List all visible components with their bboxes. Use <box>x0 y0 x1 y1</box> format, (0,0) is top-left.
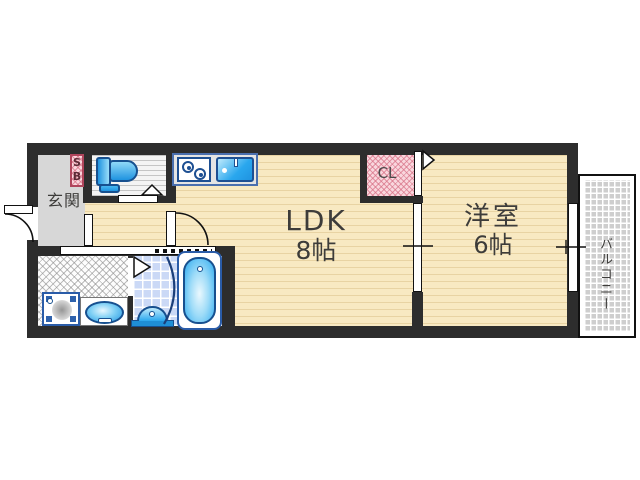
washing-machine-icon <box>42 292 80 326</box>
toilet-door <box>118 195 158 203</box>
outer-wall-left <box>27 143 38 338</box>
sliding-door-ldk-western <box>413 203 422 292</box>
balcony-window <box>568 203 578 292</box>
bath-counter-icon <box>131 320 174 327</box>
closet-wall-left <box>360 150 367 203</box>
drain-dot <box>222 168 227 173</box>
partition-wall-lower <box>412 292 423 326</box>
ldk-label: LDK <box>285 204 347 237</box>
toilet-bowl-icon <box>109 160 138 182</box>
kitchen-sink-icon <box>216 157 254 182</box>
bath-counter-knob <box>149 311 155 317</box>
bathroom-door-opening <box>128 258 133 296</box>
entrance-label: 玄関 <box>46 191 81 210</box>
kitchen-stove-icon <box>177 157 211 182</box>
balcony <box>578 174 636 338</box>
closet-wall-bottom <box>360 196 423 203</box>
outer-wall-bottom <box>27 326 578 338</box>
toilet-wall-right <box>166 155 176 203</box>
entrance-step-partition <box>84 214 93 246</box>
vanity-counter <box>80 297 128 326</box>
washroom-door <box>60 246 216 255</box>
bathtub-drain <box>197 266 203 272</box>
toilet-wall-left <box>83 155 92 203</box>
kitchen-counter <box>172 153 258 186</box>
bathtub-basin <box>183 257 216 324</box>
closet-door-leaf <box>414 151 422 196</box>
vanity-drain <box>98 318 112 323</box>
bathtub-icon <box>177 251 222 330</box>
outer-wall-top <box>27 143 578 155</box>
shoe-box-letter-s: S <box>73 156 81 169</box>
hallway-door-leaf <box>166 211 176 246</box>
western-room-label-block: 洋室 6帖 <box>448 204 538 260</box>
washing-machine-drum <box>52 300 72 320</box>
shoe-box-label: S B <box>72 156 82 185</box>
shoe-box: S B <box>70 154 84 187</box>
bathroom-wall-right <box>222 246 235 326</box>
vanity-sink-icon <box>85 301 124 324</box>
accordion-door-dashes <box>155 248 212 253</box>
entrance-door-leaf <box>4 205 33 214</box>
balcony-label: バルコニー <box>597 236 612 312</box>
closet-floor <box>367 155 414 196</box>
ldk-size-label: 8帖 <box>295 236 337 265</box>
ldk-label-block: LDK 8帖 <box>268 207 364 265</box>
western-room-label: 洋室 <box>463 202 522 232</box>
balcony-deck <box>584 180 630 332</box>
shoe-box-letter-b: B <box>72 170 82 184</box>
toilet-base-icon <box>99 184 120 193</box>
closet-label: CL <box>377 164 397 182</box>
western-room-size-label: 6帖 <box>473 231 513 259</box>
faucet-icon <box>234 158 238 167</box>
